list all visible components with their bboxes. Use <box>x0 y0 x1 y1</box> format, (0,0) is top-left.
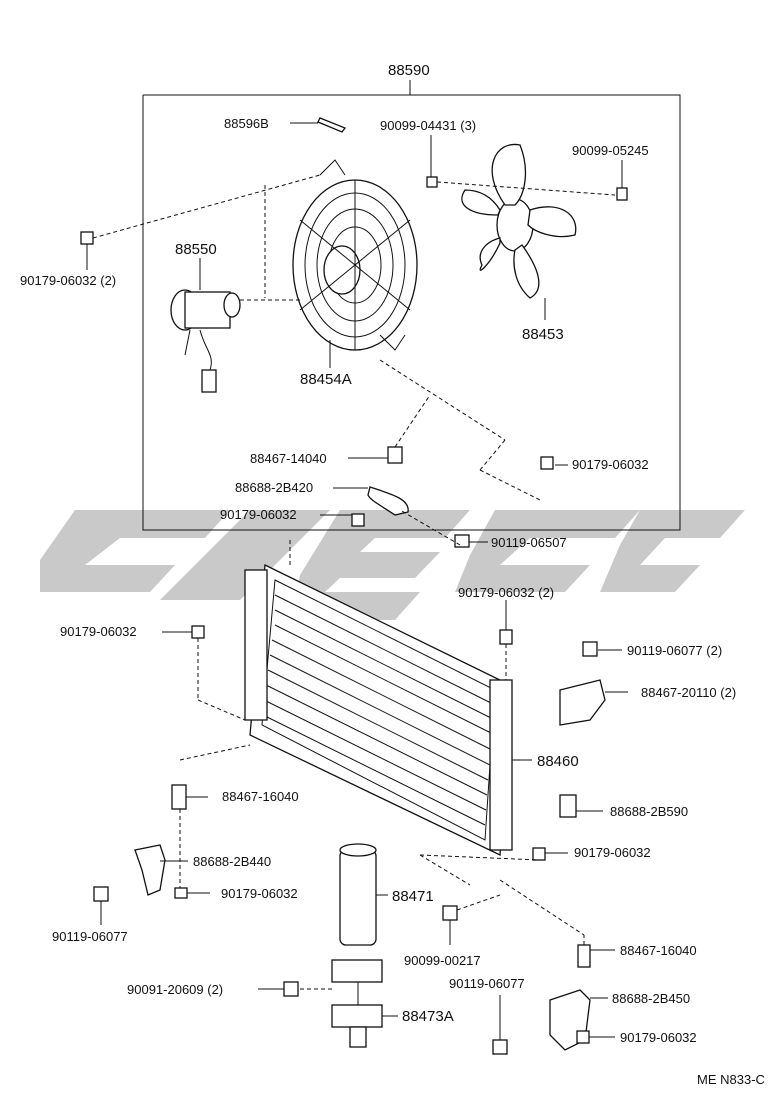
label-90179-06032-a: 90179-06032 <box>220 507 297 522</box>
fan-blade-88453 <box>461 143 577 299</box>
label-90091-20609: 90091-20609 (2) <box>127 982 223 997</box>
label-90119-06077-a: 90119-06077 <box>52 929 128 944</box>
bracket-88473A <box>331 959 383 1048</box>
watermark-logo <box>40 510 745 620</box>
label-88467-20110-2: 88467-20110 (2) <box>641 685 736 700</box>
label-90099-00217: 90099-00217 <box>404 953 481 968</box>
label-88467-16040-b: 88467-16040 <box>620 943 697 958</box>
label-assembly: 88590 <box>388 62 430 79</box>
diagram-code: ME N833-C <box>697 1072 765 1087</box>
label-88550: 88550 <box>175 241 217 258</box>
label-88688-2B440: 88688-2B440 <box>193 854 271 869</box>
label-88688-2B450: 88688-2B450 <box>612 991 690 1006</box>
label-90179-06032-2-mid: 90179-06032 (2) <box>458 585 554 600</box>
fan-assembly-box <box>142 80 681 531</box>
label-90179-06032-c: 90179-06032 <box>60 624 137 639</box>
label-90179-06032-e: 90179-06032 <box>221 886 298 901</box>
label-88688-2B590: 88688-2B590 <box>610 804 688 819</box>
label-90179-06032-d: 90179-06032 <box>574 845 651 860</box>
label-88467-16040-a: 88467-16040 <box>222 789 299 804</box>
label-88454A: 88454A <box>300 371 352 388</box>
label-90179-06032-2-top: 90179-06032 (2) <box>20 273 116 288</box>
label-88473A: 88473A <box>402 1008 454 1025</box>
label-90119-06077-b: 90119-06077 <box>449 976 525 991</box>
part-labels: 88590 88596B 90099-04431 (3) 90099-05245… <box>20 62 765 1087</box>
label-88467-14040: 88467-14040 <box>250 451 327 466</box>
fan-shroud-88454A <box>292 159 418 351</box>
receiver-88471 <box>339 843 377 946</box>
bracket-88467-20110 <box>559 679 606 726</box>
label-88460: 88460 <box>537 753 579 770</box>
leader-lines <box>86 122 628 1040</box>
label-88596B: 88596B <box>224 116 269 131</box>
bracket-88688-2B440 <box>134 844 166 896</box>
label-90179-06032-b: 90179-06032 <box>572 457 649 472</box>
label-88471: 88471 <box>392 888 434 905</box>
label-90099-04431: 90099-04431 (3) <box>380 118 476 133</box>
label-88688-2B420: 88688-2B420 <box>235 480 313 495</box>
label-90119-06507: 90119-06507 <box>491 535 567 550</box>
condenser-88460 <box>244 563 513 857</box>
label-90119-06077-2: 90119-06077 (2) <box>627 643 722 658</box>
fan-motor-88550 <box>170 289 241 393</box>
label-88453: 88453 <box>522 326 564 343</box>
label-90179-06032-f: 90179-06032 <box>620 1030 697 1045</box>
label-90099-05245: 90099-05245 <box>572 143 649 158</box>
